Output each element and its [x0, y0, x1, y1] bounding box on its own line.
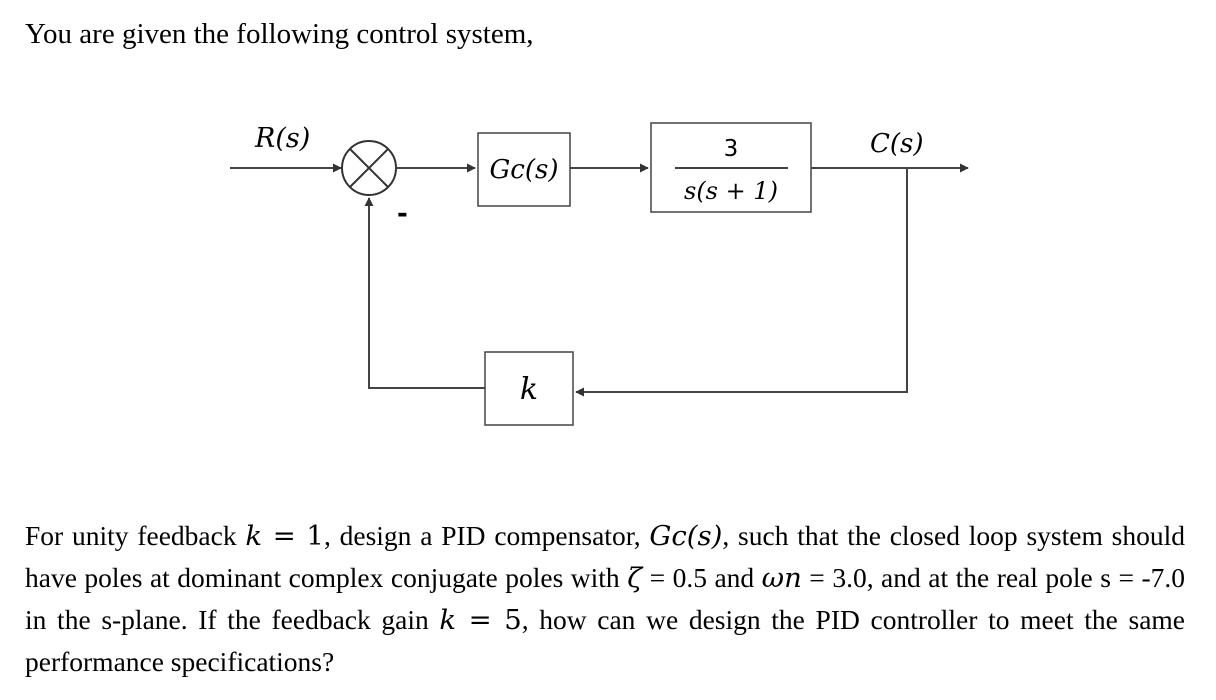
- question-part-1: For unity feedback: [25, 520, 246, 551]
- controller-label: Gc(s): [490, 155, 559, 185]
- summing-junction: [341, 140, 397, 196]
- equals-five: = 5: [456, 604, 522, 636]
- feedback-block: [484, 351, 574, 426]
- equals-one: = 1: [262, 520, 324, 552]
- question-part-4: = 0.5 and: [642, 562, 762, 593]
- zeta-symbol: ζ: [627, 562, 643, 594]
- output-label: C(s): [870, 129, 924, 159]
- plant-denominator: s(s + 1): [684, 177, 778, 205]
- question-part-3: , such that the closed loop system shoul…: [25, 520, 1185, 593]
- question-part-6: , how can we design the PID controller t…: [25, 604, 1186, 677]
- block-diagram: R(s) - Gc(s) 3 s(s + 1) C(s) k: [230, 122, 969, 426]
- input-label: R(s): [254, 123, 310, 154]
- intro-text: You are given the following control syst…: [25, 18, 534, 50]
- minus-sign: -: [397, 199, 408, 229]
- omega-n-symbol: ωn: [761, 562, 802, 594]
- gc-symbol: Gc(s): [649, 520, 723, 552]
- k-symbol: k: [245, 520, 263, 552]
- plant-numerator: 3: [724, 136, 739, 162]
- feedback-path-left: [364, 197, 485, 389]
- question-text: For unity feedback k = 1, design a PID c…: [25, 515, 1185, 682]
- feedback-label: k: [520, 372, 538, 407]
- question-part-2: , design a PID compensator,: [323, 520, 650, 551]
- question-part-5: = 3.0, and at the real pole s = -7.0 in …: [25, 562, 1185, 635]
- feedback-path-right: [575, 168, 908, 397]
- controller-block: [477, 132, 571, 207]
- k-symbol-2: k: [439, 604, 457, 636]
